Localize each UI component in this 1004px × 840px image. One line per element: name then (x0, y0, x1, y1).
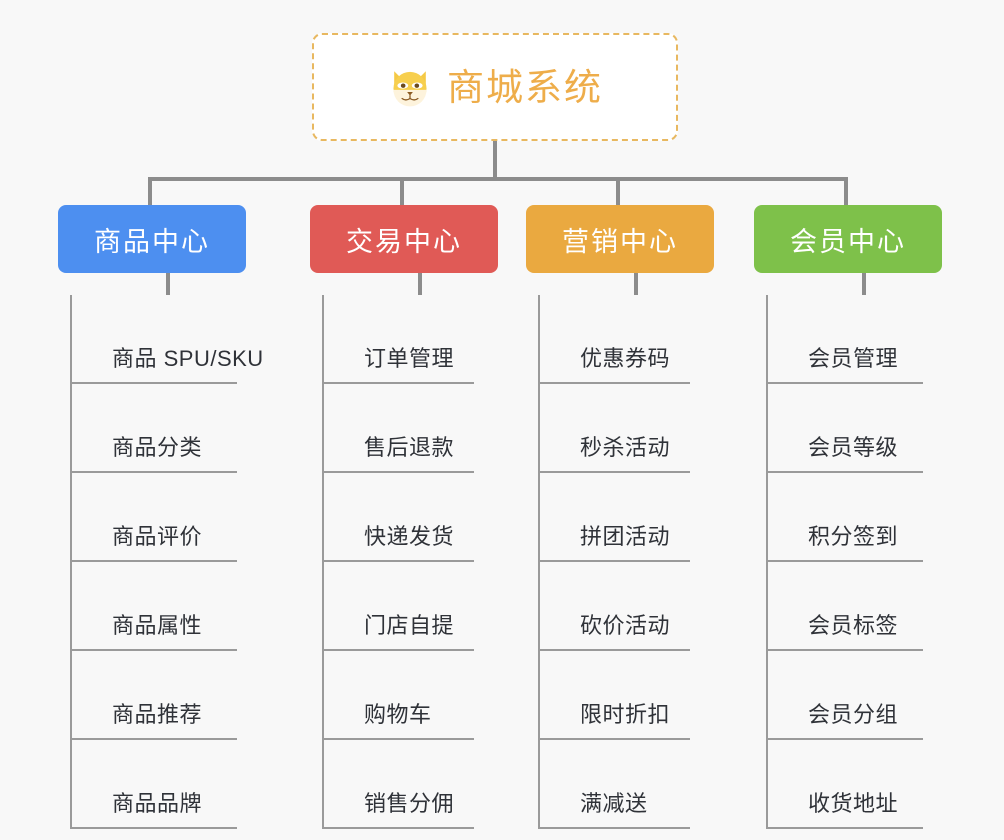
leaf-label: 商品分类 (112, 435, 203, 460)
list-item[interactable]: 门店自提 (324, 562, 512, 651)
category-header-label: 会员中心 (790, 226, 906, 257)
category-header-label: 商品中心 (94, 226, 210, 257)
list-item[interactable]: 商品品牌 (72, 740, 260, 829)
leaf-list-trade-center: 订单管理 售后退款 快递发货 门店自提 购物车 销售分佣 (322, 295, 512, 829)
category-header-member-center[interactable]: 会员中心 (754, 205, 942, 295)
list-item[interactable]: 满减送 (540, 740, 728, 829)
leaf-label: 商品品牌 (112, 791, 203, 816)
leaf-label: 快递发货 (364, 524, 455, 549)
category-header-label: 营销中心 (562, 226, 678, 257)
leaf-label: 优惠券码 (580, 346, 671, 371)
category-header-marketing-center[interactable]: 营销中心 (526, 205, 714, 295)
leaf-label: 积分签到 (808, 524, 899, 549)
leaf-label: 商品推荐 (112, 702, 203, 727)
leaf-label: 会员分组 (808, 702, 899, 727)
leaf-label: 门店自提 (364, 613, 455, 638)
leaf-label: 售后退款 (364, 435, 455, 460)
leaf-label: 商品评价 (112, 524, 203, 549)
category-header-product-center[interactable]: 商品中心 (58, 205, 246, 295)
list-item[interactable]: 商品评价 (72, 473, 260, 562)
list-item[interactable]: 商品分类 (72, 384, 260, 473)
leaf-list-product-center: 商品 SPU/SKU 商品分类 商品评价 商品属性 商品推荐 商品品牌 (70, 295, 263, 829)
connector-header-spur (862, 273, 866, 295)
connector-drop-marketing-center (616, 177, 620, 209)
leaf-label: 限时折扣 (580, 702, 671, 727)
list-item[interactable]: 会员分组 (768, 651, 956, 740)
leaf-label: 满减送 (580, 791, 648, 816)
list-item[interactable]: 售后退款 (324, 384, 512, 473)
list-item[interactable]: 商品属性 (72, 562, 260, 651)
list-item[interactable]: 销售分佣 (324, 740, 512, 829)
leaf-label: 砍价活动 (580, 613, 671, 638)
leaf-label: 商品属性 (112, 613, 203, 638)
category-columns: 商品中心 商品 SPU/SKU 商品分类 商品评价 商品属性 商品推荐 商品品牌… (0, 205, 1004, 840)
leaf-label: 会员标签 (808, 613, 899, 638)
connector-header-spur (166, 273, 170, 295)
connector-root-stem (493, 141, 497, 179)
shiba-dog-face-icon (393, 71, 427, 107)
leaf-label: 购物车 (364, 702, 432, 727)
category-column-marketing-center: 营销中心 优惠券码 秒杀活动 拼团活动 砍价活动 限时折扣 满减送 (508, 205, 728, 829)
connector-header-spur (634, 273, 638, 295)
root-node[interactable]: 商城系统 (312, 33, 678, 141)
list-item[interactable]: 会员管理 (768, 295, 956, 384)
leaf-label: 订单管理 (364, 346, 455, 371)
list-item[interactable]: 订单管理 (324, 295, 512, 384)
leaf-label: 会员等级 (808, 435, 899, 460)
leaf-label: 会员管理 (808, 346, 899, 371)
leaf-label: 拼团活动 (580, 524, 671, 549)
list-item[interactable]: 商品推荐 (72, 651, 260, 740)
list-item[interactable]: 秒杀活动 (540, 384, 728, 473)
leaf-list-member-center: 会员管理 会员等级 积分签到 会员标签 会员分组 收货地址 (766, 295, 956, 829)
leaf-label: 商品 SPU/SKU (112, 346, 264, 371)
root-title: 商城系统 (447, 66, 603, 108)
leaf-label: 销售分佣 (364, 791, 455, 816)
list-item[interactable]: 优惠券码 (540, 295, 728, 384)
list-item[interactable]: 会员标签 (768, 562, 956, 651)
list-item[interactable]: 快递发货 (324, 473, 512, 562)
list-item[interactable]: 限时折扣 (540, 651, 728, 740)
list-item[interactable]: 砍价活动 (540, 562, 728, 651)
connector-horizontal-bus (148, 177, 848, 181)
list-item[interactable]: 商品 SPU/SKU (72, 295, 263, 384)
connector-header-spur (418, 273, 422, 295)
category-header-trade-center[interactable]: 交易中心 (310, 205, 498, 295)
category-column-trade-center: 交易中心 订单管理 售后退款 快递发货 门店自提 购物车 销售分佣 (292, 205, 512, 829)
list-item[interactable]: 拼团活动 (540, 473, 728, 562)
category-column-product-center: 商品中心 商品 SPU/SKU 商品分类 商品评价 商品属性 商品推荐 商品品牌 (40, 205, 263, 829)
leaf-label: 收货地址 (808, 791, 899, 816)
connector-drop-product-center (148, 177, 152, 209)
list-item[interactable]: 收货地址 (768, 740, 956, 829)
leaf-label: 秒杀活动 (580, 435, 671, 460)
category-header-label: 交易中心 (346, 226, 462, 257)
connector-drop-trade-center (400, 177, 404, 209)
list-item[interactable]: 会员等级 (768, 384, 956, 473)
list-item[interactable]: 购物车 (324, 651, 512, 740)
category-column-member-center: 会员中心 会员管理 会员等级 积分签到 会员标签 会员分组 收货地址 (736, 205, 956, 829)
connector-drop-member-center (844, 177, 848, 209)
list-item[interactable]: 积分签到 (768, 473, 956, 562)
leaf-list-marketing-center: 优惠券码 秒杀活动 拼团活动 砍价活动 限时折扣 满减送 (538, 295, 728, 829)
